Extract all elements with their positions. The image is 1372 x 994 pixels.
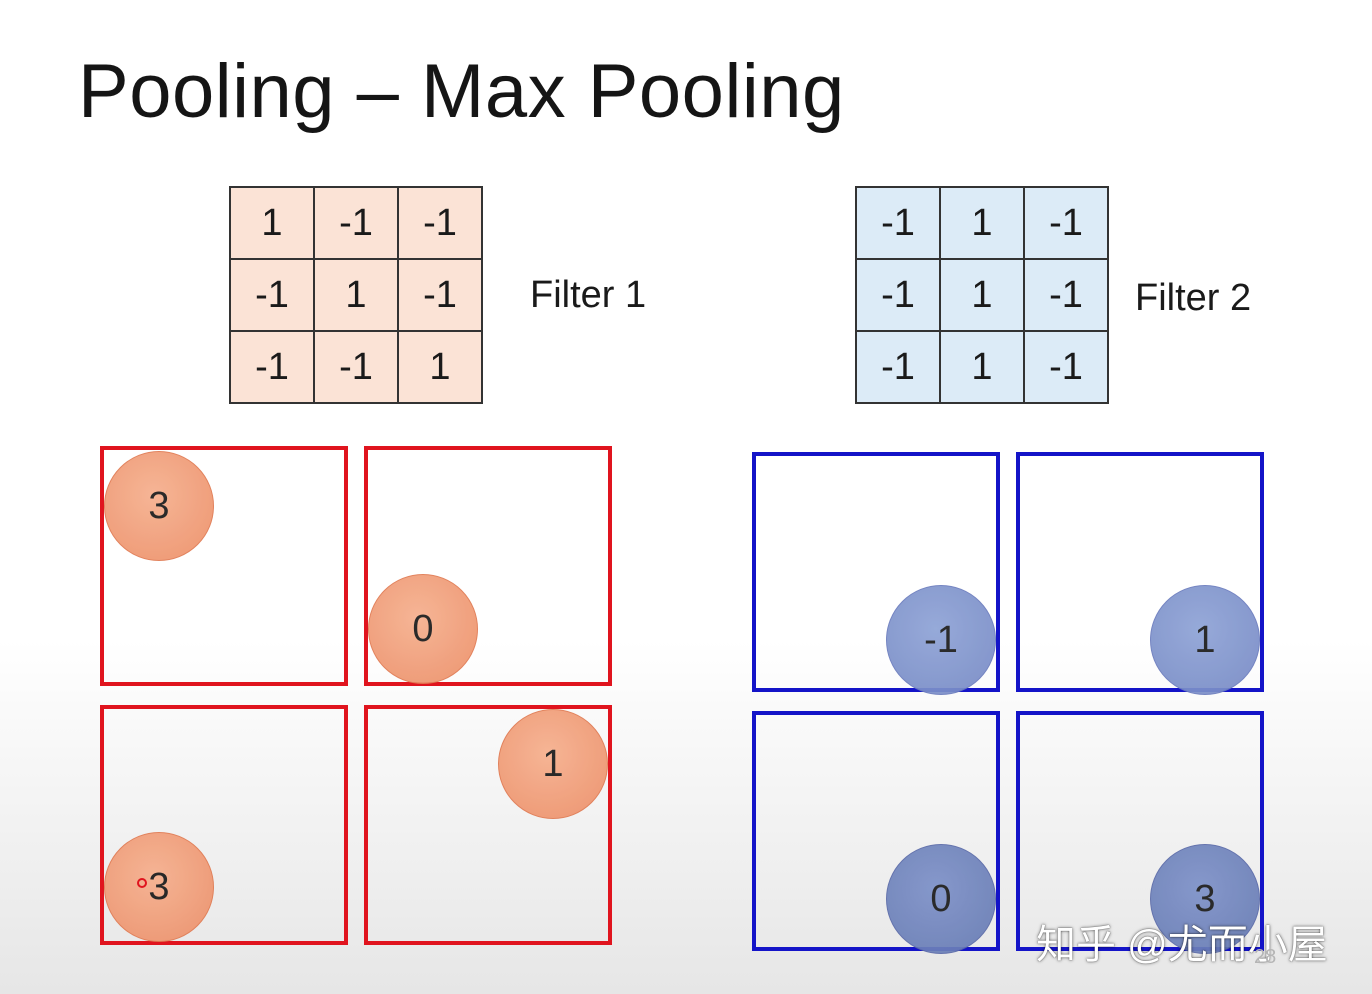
pool-2-max-value: 1 [1150, 585, 1260, 695]
filter-1-label: Filter 1 [530, 274, 647, 316]
filter-1-cell: -1 [398, 187, 482, 259]
pool-2-max-value: -1 [886, 585, 996, 695]
pool-2-region-bottom-left [752, 711, 1000, 951]
filter-2-cell: -1 [856, 187, 940, 259]
filter-2-matrix: -1 1 -1 -1 1 -1 -1 1 -1 [855, 186, 1109, 404]
filter-1-cell: 1 [314, 259, 398, 331]
pool-1-region-bottom-right [364, 705, 612, 945]
pool-1-region-top-left [100, 446, 348, 686]
pool-1-max-value: 3 [104, 451, 214, 561]
filter-1-cell: -1 [398, 259, 482, 331]
pool-1-region-bottom-left [100, 705, 348, 945]
pool-1-max-value: 3 [104, 832, 214, 942]
slide-title: Pooling – Max Pooling [78, 49, 845, 134]
pool-1-max-value: 1 [498, 709, 608, 819]
filter-1-matrix: 1 -1 -1 -1 1 -1 -1 -1 1 [229, 186, 483, 404]
filter-2-cell: 1 [940, 331, 1024, 403]
filter-2-cell: -1 [1024, 259, 1108, 331]
filter-1-cell: 1 [398, 331, 482, 403]
pool-2-max-value: 3 [1150, 844, 1260, 954]
filter-2-cell: 1 [940, 187, 1024, 259]
filter-2-cell: -1 [1024, 187, 1108, 259]
watermark: 知乎 @尤而小屋 [1036, 923, 1328, 967]
pool-2-max-value: 0 [886, 844, 996, 954]
filter-1-cell: -1 [314, 331, 398, 403]
filter-2-label: Filter 2 [1135, 277, 1252, 319]
filter-2-cell: 1 [940, 259, 1024, 331]
filter-1-cell: -1 [230, 331, 314, 403]
filter-2-cell: -1 [1024, 331, 1108, 403]
filter-2-cell: -1 [856, 259, 940, 331]
pool-2-region-bottom-right [1016, 711, 1264, 951]
page-number: 28 [1254, 946, 1277, 968]
pool-2-region-top-right [1016, 452, 1264, 692]
filter-1-cell: -1 [314, 187, 398, 259]
filter-2-cell: -1 [856, 331, 940, 403]
pool-1-region-top-right [364, 446, 612, 686]
filter-1-cell: 1 [230, 187, 314, 259]
filter-1-cell: -1 [230, 259, 314, 331]
pointer-cursor-icon [137, 878, 147, 888]
pool-1-max-value: 0 [368, 574, 478, 684]
pool-2-region-top-left [752, 452, 1000, 692]
